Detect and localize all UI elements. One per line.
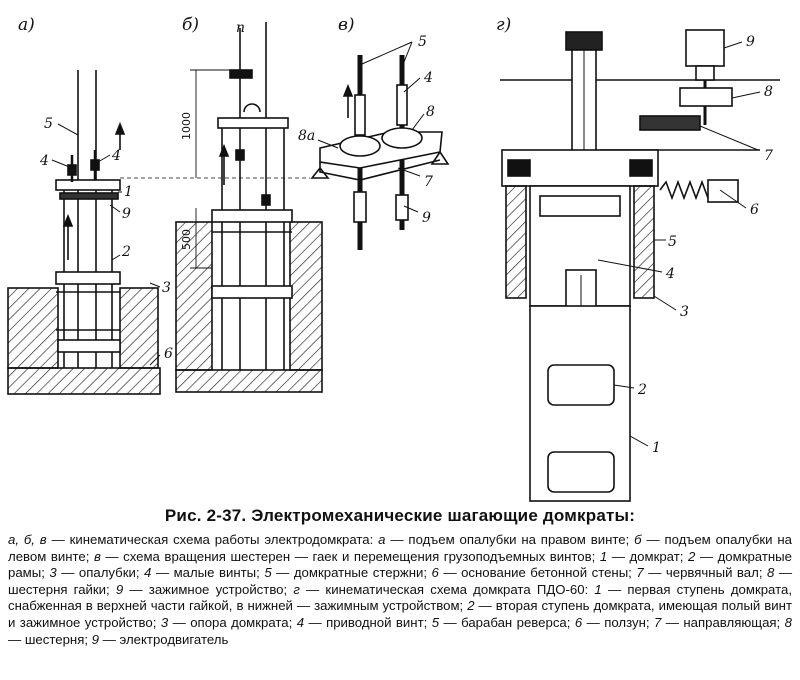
- dimension-500: 500: [180, 229, 193, 250]
- legend-part: 2: [687, 548, 696, 564]
- panel-g-diagram: г): [496, 15, 780, 502]
- figure-legend: а, б, в — кинематическая схема работы эл…: [8, 532, 792, 648]
- legend-part: 7: [653, 614, 662, 630]
- legend-part: 8: [767, 565, 775, 581]
- legend-part: — первая ступень домкрата, снабженная в …: [8, 581, 792, 614]
- legend-part: — электродвигатель: [99, 631, 229, 647]
- legend-part: 1: [599, 548, 608, 564]
- figure-caption: Рис. 2-37. Электромеханические шагающие …: [164, 506, 636, 525]
- label-v-4: 4: [423, 70, 433, 86]
- legend-part: 3: [49, 565, 57, 581]
- label-a-3: 3: [162, 280, 171, 296]
- legend-part: — малые винты;: [151, 565, 265, 581]
- panel-a-label: а): [18, 15, 35, 35]
- label-b-p: п: [236, 20, 245, 36]
- label-g-7: 7: [764, 148, 773, 164]
- legend-part: — направляющая;: [661, 614, 785, 630]
- legend-part: 6: [431, 565, 439, 581]
- legend-part: — домкратные рамы;: [8, 548, 792, 581]
- panel-b-label: б): [182, 15, 199, 35]
- dimension-1000: 1000: [180, 112, 193, 140]
- label-a-6: 6: [164, 346, 173, 362]
- legend-part: 4: [144, 565, 152, 581]
- label-v-9: 9: [422, 210, 431, 226]
- panel-v-diagram: в) 5 4 8 8а 7 9: [298, 15, 450, 250]
- legend-part: б: [634, 532, 642, 547]
- legend-part: — опалубки;: [56, 565, 145, 581]
- label-v-8: 8: [426, 104, 435, 120]
- legend-part: — кинематическая схема домкрата ПДО-60:: [299, 581, 595, 597]
- legend-part: — схема вращения шестерен — гаек и перем…: [100, 548, 600, 564]
- legend-part: а: [378, 532, 386, 547]
- panel-a-foundation: [7, 367, 161, 395]
- legend-part: 5: [264, 565, 272, 581]
- legend-part: 3: [160, 614, 169, 630]
- label-g-9: 9: [746, 34, 755, 50]
- legend-part: — подъем опалубки на правом винте;: [385, 532, 635, 547]
- legend-part: — зажимное устройство;: [123, 581, 294, 597]
- label-g-8: 8: [764, 84, 773, 100]
- label-a-4-left: 4: [39, 153, 49, 169]
- legend-part: — опора домкрата;: [168, 614, 297, 630]
- panel-a-right-wall: [119, 287, 159, 369]
- legend-part: — приводной винт;: [304, 614, 432, 630]
- panel-a-diagram: а): [7, 15, 310, 395]
- legend-part: — червячный вал;: [643, 565, 767, 581]
- label-a-1: 1: [124, 184, 133, 200]
- label-a-9: 9: [122, 206, 131, 222]
- legend-part: 8: [784, 614, 792, 630]
- panel-a-left-wall: [7, 287, 59, 369]
- legend-part: — шестерня гайки;: [8, 565, 793, 597]
- legend-part: — ползун;: [582, 614, 654, 630]
- label-g-5: 5: [668, 234, 677, 250]
- label-g-6: 6: [750, 202, 759, 218]
- legend-part: — подъем опалубки на левом винте;: [8, 532, 793, 564]
- panel-b-diagram: б) 1000 500 п: [175, 15, 323, 393]
- legend-part: 5: [431, 614, 440, 630]
- legend-part: — домкрат;: [607, 548, 688, 564]
- legend-part: — кинематическая схема работы электродом…: [46, 532, 379, 547]
- label-g-2: 2: [637, 382, 647, 398]
- panel-b-right-wall: [289, 221, 323, 371]
- label-v-8a: 8а: [298, 128, 315, 144]
- jack-diagram-figure: а): [7, 15, 780, 502]
- legend-part: 9: [91, 631, 100, 647]
- legend-part: 2: [467, 598, 475, 614]
- label-v-7: 7: [424, 174, 433, 190]
- legend-part: 7: [636, 565, 644, 581]
- legend-part: 9: [115, 581, 124, 597]
- legend-part: — вторая ступень домкрата, имеющая полый…: [8, 598, 792, 630]
- panel-g-label: г): [496, 15, 511, 35]
- legend-part: 4: [296, 614, 305, 630]
- label-g-1: 1: [652, 440, 661, 456]
- label-g-3: 3: [680, 304, 689, 320]
- legend-part: — домкратные стержни;: [271, 565, 432, 581]
- label-v-5: 5: [418, 34, 427, 50]
- legend-part: — основание бетонной стены;: [438, 565, 637, 581]
- label-g-4: 4: [665, 266, 675, 282]
- legend-part: г: [293, 581, 300, 597]
- label-a-4-right: 4: [111, 148, 121, 164]
- label-a-2: 2: [121, 244, 131, 260]
- legend-part: 1: [594, 581, 602, 597]
- legend-part: а, б, в: [8, 532, 47, 547]
- legend-part: — барабан реверса;: [439, 614, 575, 630]
- legend-part: — шестерня;: [8, 631, 92, 647]
- panel-b-foundation: [175, 369, 323, 393]
- legend-part: 6: [574, 614, 583, 630]
- panel-v-label: в): [338, 15, 355, 35]
- label-a-5: 5: [44, 116, 53, 132]
- legend-part: в: [93, 548, 101, 564]
